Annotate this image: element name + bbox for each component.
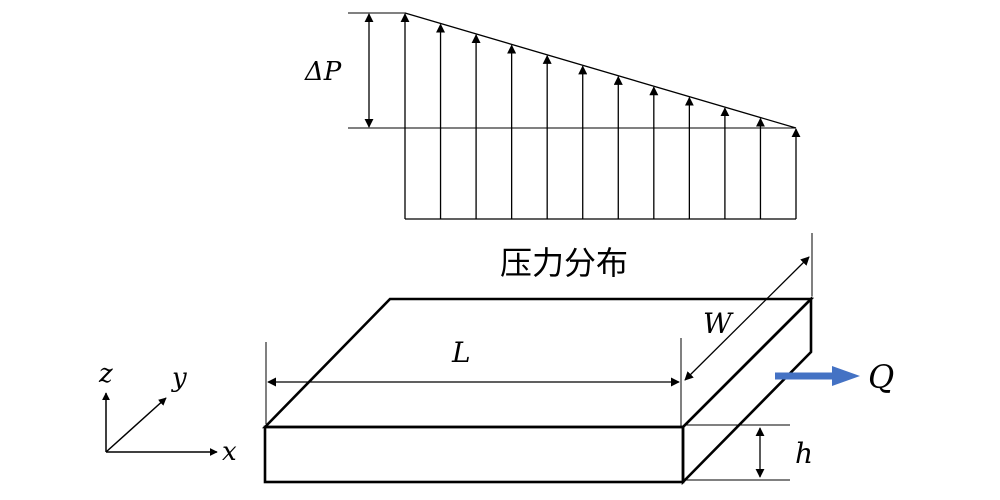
flow-channel: L W h Q xyxy=(261,233,894,486)
flow-arrow-head xyxy=(832,366,860,386)
delta-p-label: ΔP xyxy=(304,57,342,87)
y-axis-arrow xyxy=(105,397,167,453)
pressure-arrows xyxy=(400,13,801,219)
coordinate-axes: x y z xyxy=(98,359,237,467)
length-label: L xyxy=(451,336,471,369)
flow-label: Q xyxy=(868,358,894,396)
slab-front-face xyxy=(263,425,685,484)
z-axis-label: z xyxy=(98,359,113,389)
y-axis-label: y xyxy=(171,363,187,393)
width-dimension-arrow xyxy=(684,256,810,381)
pressure-distribution: ΔP 压力分布 xyxy=(304,12,801,282)
height-label: h xyxy=(795,437,813,470)
pressure-gradient-line xyxy=(404,12,797,129)
pressure-distribution-caption: 压力分布 xyxy=(500,244,628,282)
x-axis-label: x xyxy=(222,437,237,467)
width-label: W xyxy=(703,307,734,340)
